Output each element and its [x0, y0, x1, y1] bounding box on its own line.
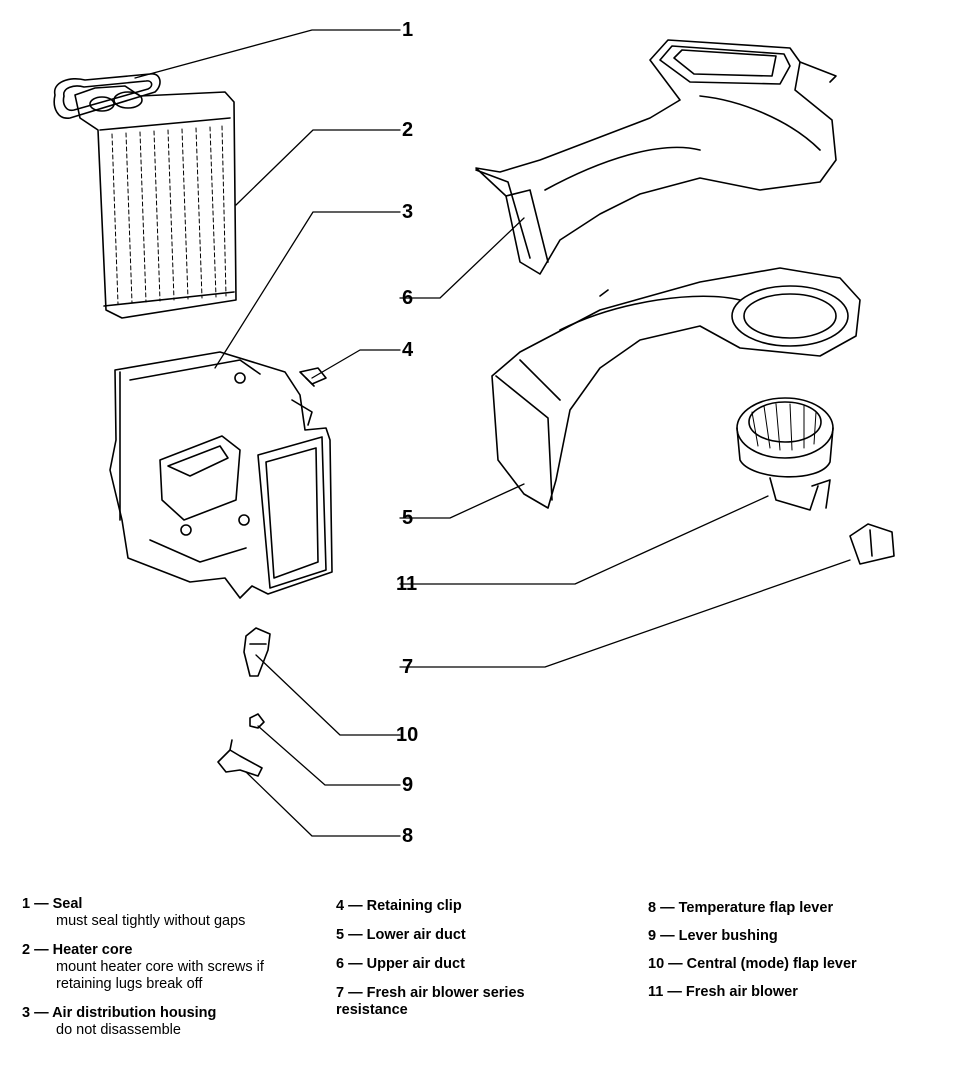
leader-line-6 — [399, 217, 525, 299]
legend-item-title: 8 — Temperature flap lever — [648, 900, 834, 916]
lever-bushing-part — [249, 713, 265, 729]
legend-item-title: 3 — Air distribution housing — [22, 1005, 217, 1021]
fresh-air-blower-part — [736, 397, 834, 511]
legend-item-8: 8 — Temperature flap lever — [648, 900, 948, 917]
leader-line-1 — [134, 29, 401, 79]
legend-item-9: 9 — Lever bushing — [648, 928, 948, 945]
leader-line-9 — [257, 725, 401, 786]
legend-item-3: 3 — Air distribution housing do not disa… — [22, 1005, 322, 1039]
leader-line-3 — [214, 211, 401, 369]
legend-column-3: 8 — Temperature flap lever 9 — Lever bus… — [648, 900, 948, 1012]
legend-item-title: 2 — Heater core — [22, 942, 133, 958]
callout-9: 9 — [402, 774, 414, 796]
central-flap-lever-part — [243, 627, 271, 677]
legend-item-5: 5 — Lower air duct — [336, 927, 616, 944]
callout-11: 11 — [396, 573, 418, 595]
leader-line-4 — [311, 349, 401, 379]
leader-line-11 — [399, 495, 769, 585]
legend-item-title: 1 — Seal — [22, 896, 83, 912]
legend-column-2: 4 — Retaining clip 5 — Lower air duct 6 … — [336, 898, 616, 1031]
legend-item-4: 4 — Retaining clip — [336, 898, 616, 915]
leader-lines — [134, 29, 851, 837]
callout-8: 8 — [402, 825, 414, 847]
lower-air-duct-part — [491, 267, 861, 509]
retaining-clip-part — [299, 367, 327, 387]
callout-3: 3 — [402, 201, 414, 223]
heater-core-part — [74, 85, 237, 319]
upper-air-duct-part — [475, 39, 837, 275]
legend-item-1: 1 — Seal must seal tightly without gaps — [22, 896, 322, 930]
callout-1: 1 — [402, 19, 414, 41]
callout-2: 2 — [402, 119, 414, 141]
exploded-parts-diagram — [53, 29, 895, 837]
legend-item-title: 4 — Retaining clip — [336, 898, 462, 914]
legend-item-7: 7 — Fresh air blower series resistance — [336, 985, 616, 1019]
legend-item-note: must seal tightly without gaps — [56, 913, 246, 929]
callout-4: 4 — [402, 339, 414, 361]
air-distribution-housing-part — [109, 351, 333, 599]
leader-line-8 — [245, 771, 401, 837]
legend-item-title: 10 — Central (mode) flap lever — [648, 956, 857, 972]
leader-line-5 — [399, 483, 525, 519]
legend-item-title: 7 — Fresh air blower series resistance — [336, 985, 525, 1018]
legend-item-10: 10 — Central (mode) flap lever — [648, 956, 948, 973]
legend-item-title: 6 — Upper air duct — [336, 956, 465, 972]
legend-item-11: 11 — Fresh air blower — [648, 984, 948, 1001]
legend-item-title: 5 — Lower air duct — [336, 927, 466, 943]
callout-7: 7 — [402, 656, 414, 678]
legend-item-title: 11 — Fresh air blower — [648, 984, 798, 1000]
leader-line-7 — [399, 559, 851, 668]
legend-item-6: 6 — Upper air duct — [336, 956, 616, 973]
callout-10: 10 — [396, 724, 419, 746]
legend-item-title: 9 — Lever bushing — [648, 928, 778, 944]
legend-item-2: 2 — Heater core mount heater core with s… — [22, 942, 322, 993]
legend-item-note: do not disassemble — [56, 1022, 181, 1038]
leader-line-10 — [255, 654, 401, 736]
seal-part — [53, 73, 161, 119]
temperature-flap-lever-part — [217, 739, 263, 777]
legend-item-note: mount heater core with screws if retaini… — [56, 959, 264, 992]
callout-6: 6 — [402, 287, 414, 309]
leader-line-2 — [235, 129, 401, 206]
callout-5: 5 — [402, 507, 414, 529]
series-resistance-part — [849, 523, 895, 565]
legend-column-1: 1 — Seal must seal tightly without gaps … — [22, 896, 322, 1051]
